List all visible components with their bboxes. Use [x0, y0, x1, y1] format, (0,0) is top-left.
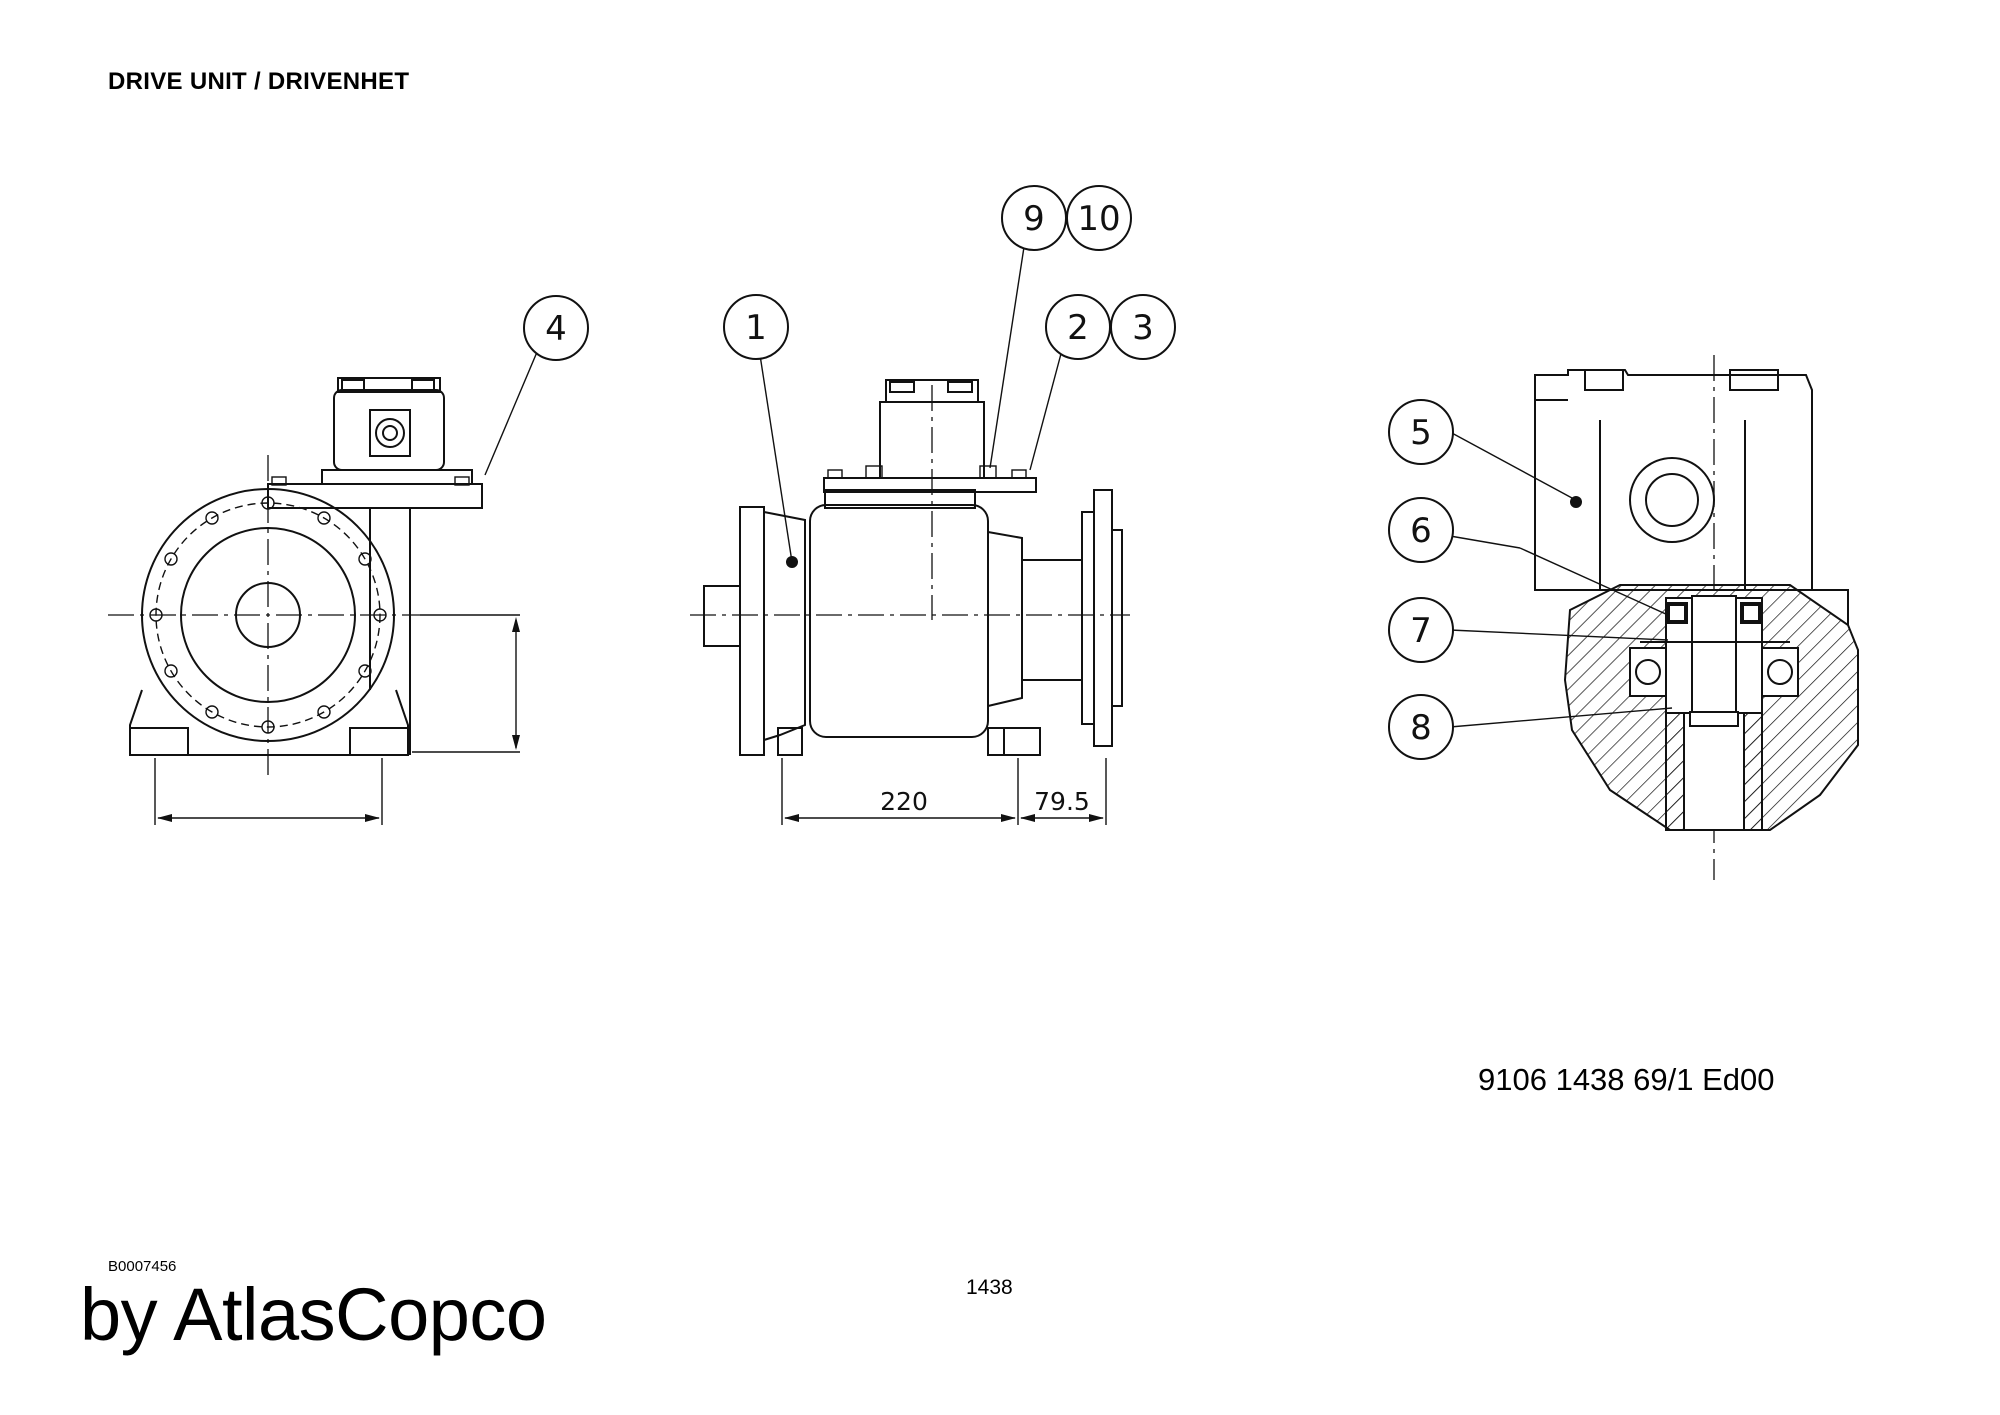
callout-2-label: 2: [1067, 308, 1089, 348]
callout-10: 10: [1066, 185, 1132, 251]
callout-5: 5: [1388, 399, 1454, 465]
callout-8-label: 8: [1410, 708, 1432, 748]
callout-6: 6: [1388, 497, 1454, 563]
callout-6-label: 6: [1410, 511, 1432, 551]
brand-footer: by AtlasCopco: [80, 1273, 547, 1356]
callout-4: 4: [523, 295, 589, 361]
page-number: 1438: [966, 1276, 1013, 1299]
callout-5-label: 5: [1410, 413, 1432, 453]
callout-7-label: 7: [1410, 611, 1432, 651]
callout-3: 3: [1110, 294, 1176, 360]
callout-3-label: 3: [1132, 308, 1154, 348]
callout-10-label: 10: [1077, 199, 1120, 239]
callout-8: 8: [1388, 694, 1454, 760]
end-view: [108, 344, 541, 825]
section-view: [1449, 355, 1859, 880]
page-title: DRIVE UNIT / DRIVENHET: [108, 68, 410, 95]
callout-9: 9: [1001, 185, 1067, 251]
side-view: [690, 246, 1130, 825]
dimension-79-5: 79.5: [1034, 787, 1090, 816]
callout-2: 2: [1045, 294, 1111, 360]
callout-4-label: 4: [545, 309, 567, 349]
dimension-labels: 220 79.5: [880, 787, 1090, 816]
callout-9-label: 9: [1023, 199, 1045, 239]
callout-1: 1: [723, 294, 789, 360]
callout-1-label: 1: [745, 308, 767, 348]
callout-7: 7: [1388, 597, 1454, 663]
dimension-220: 220: [880, 787, 928, 816]
drawing-code: B0007456: [108, 1258, 177, 1275]
document-number: 9106 1438 69/1 Ed00: [1478, 1062, 1775, 1097]
